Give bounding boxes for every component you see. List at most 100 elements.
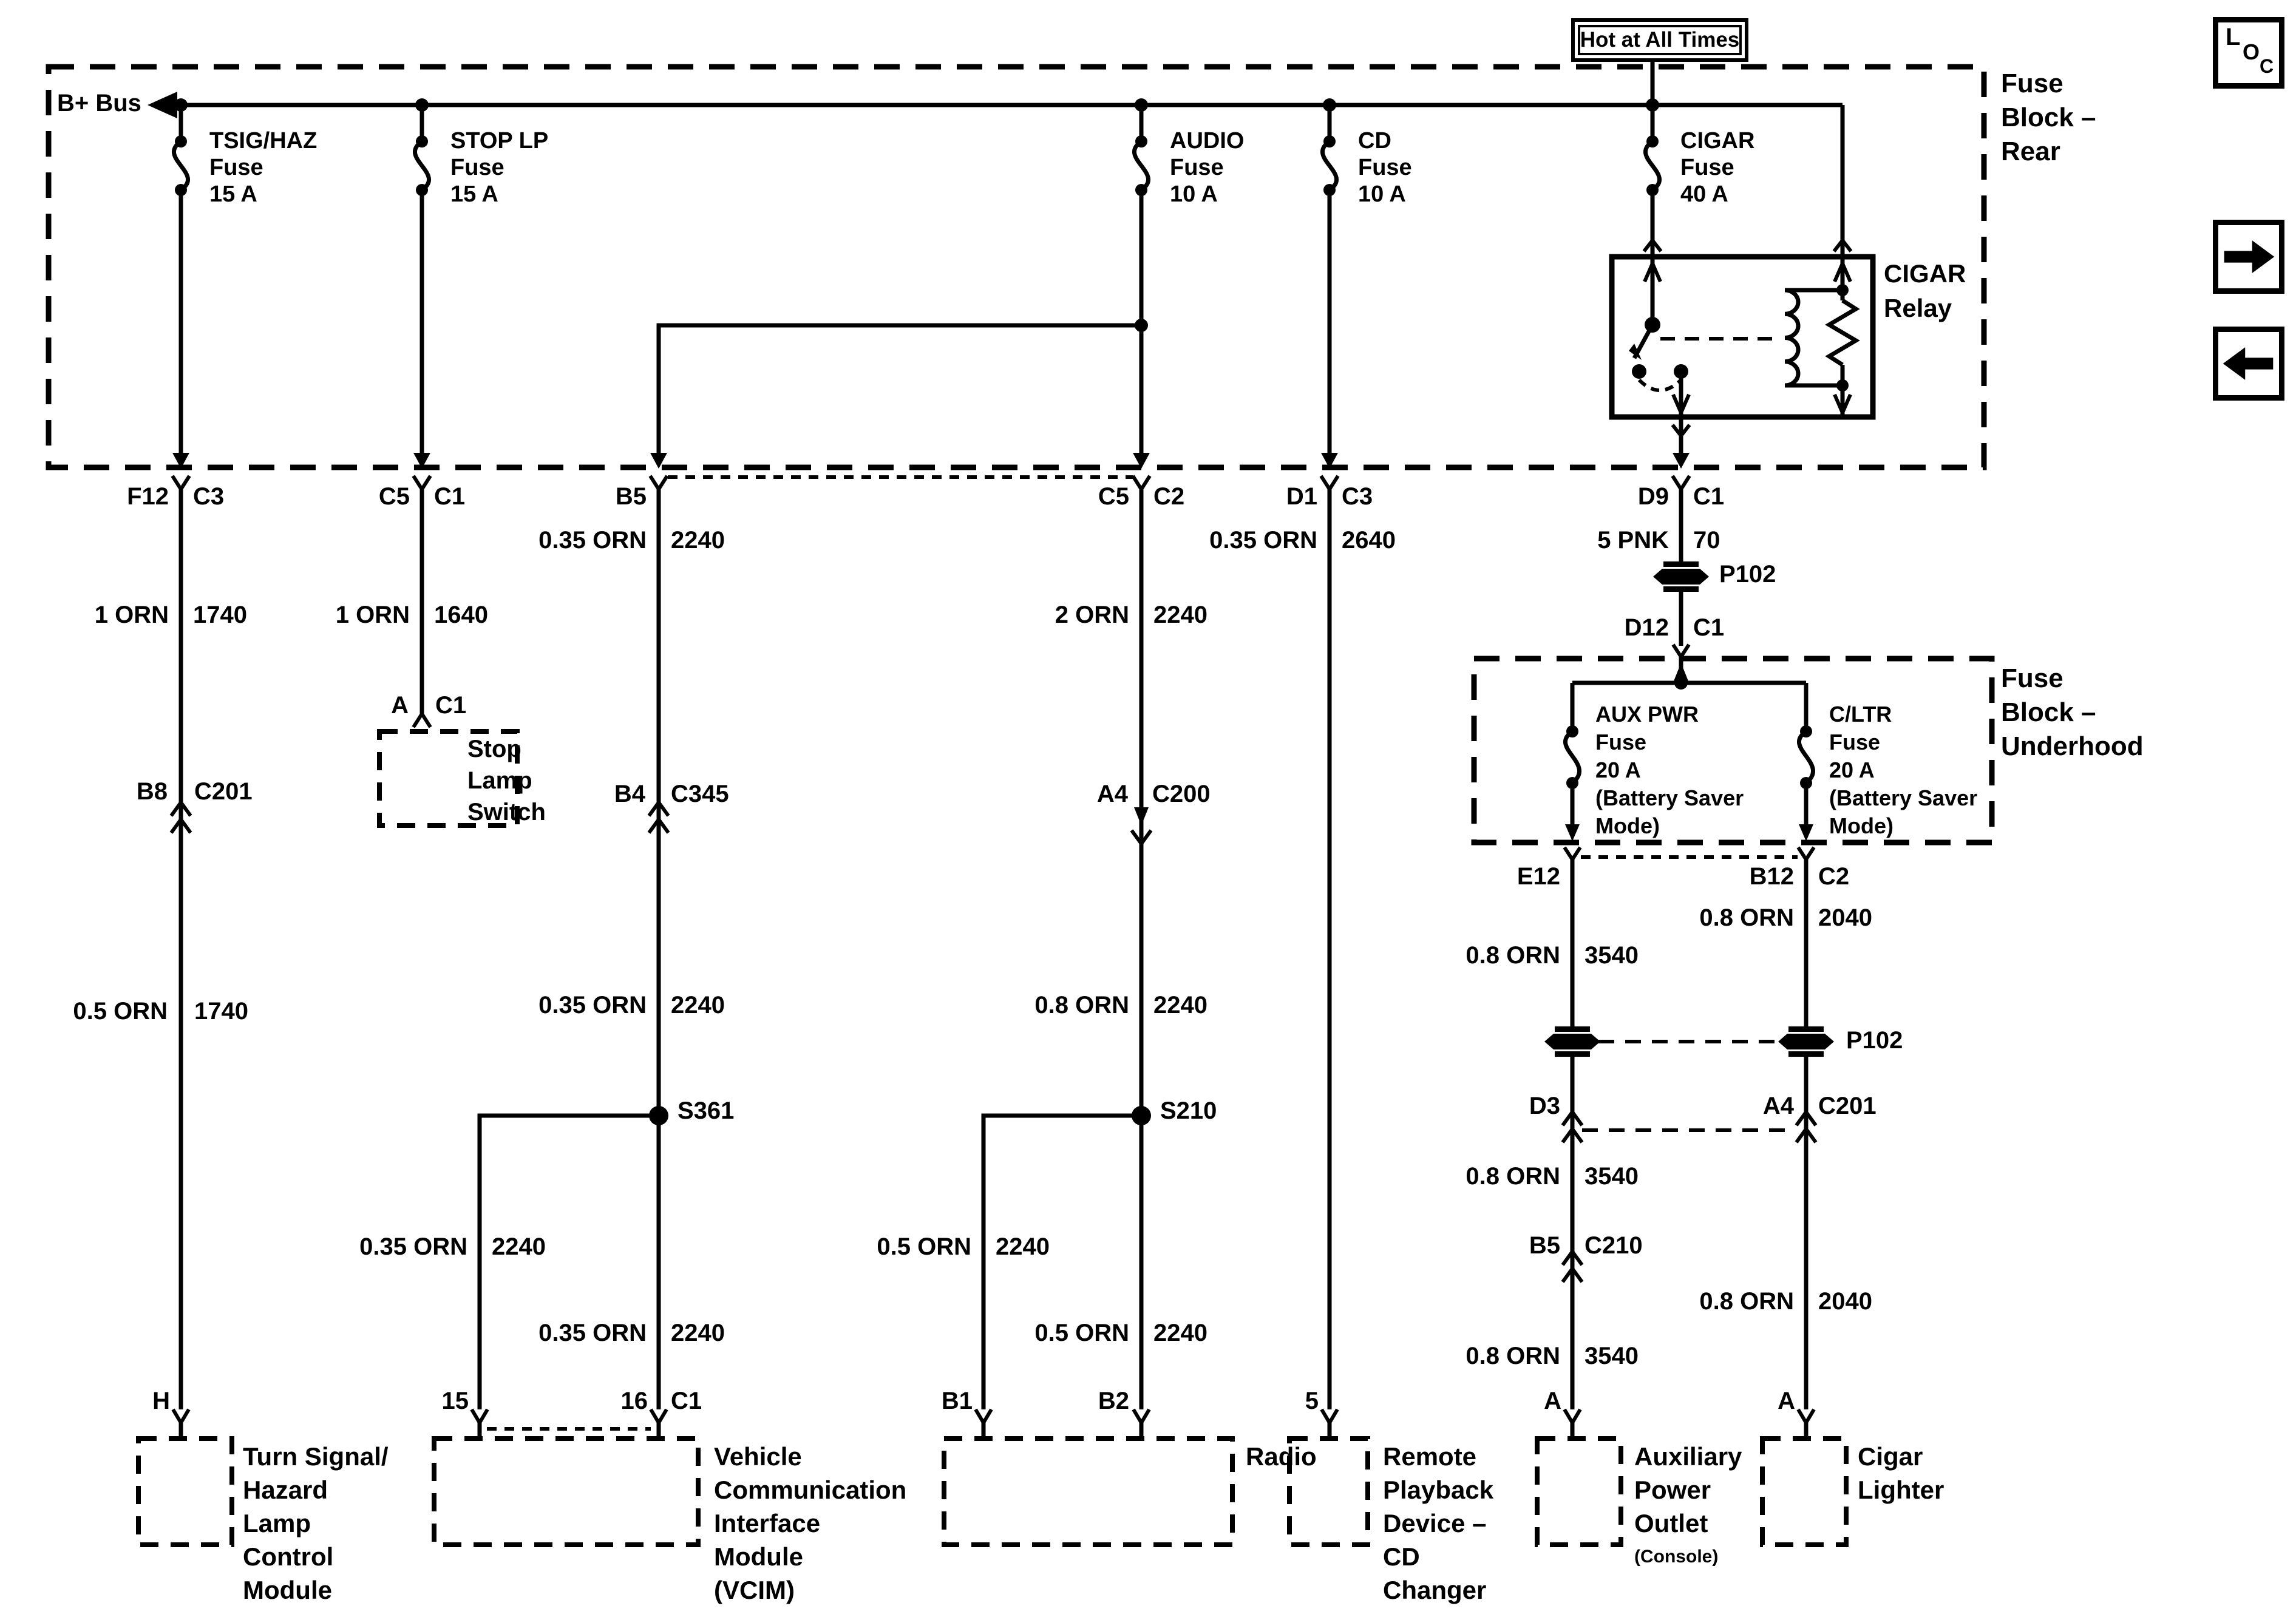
exit-conn: C1 bbox=[1693, 483, 1725, 510]
block-label-line: Underhood bbox=[2001, 731, 2144, 761]
wire-color: 1 ORN bbox=[94, 602, 169, 628]
connector-pin: D3 bbox=[1529, 1093, 1560, 1119]
module-label-line: Cigar bbox=[1858, 1442, 1923, 1471]
fuse-word: Fuse bbox=[1358, 155, 1412, 180]
wire-color: 2 ORN bbox=[1055, 602, 1129, 628]
bus-arrow-icon bbox=[148, 92, 177, 118]
module-label-line: Module bbox=[714, 1542, 803, 1571]
p102-symbols bbox=[1544, 561, 1834, 1057]
fuse-amps: 40 A bbox=[1680, 181, 1728, 207]
cigar-fuse-symbol bbox=[1643, 140, 1662, 192]
wire-color: 0.5 ORN bbox=[877, 1233, 971, 1260]
cigar-lighter-box bbox=[1760, 1436, 1849, 1547]
radio-label: Radio bbox=[1246, 1440, 1317, 1473]
exit-conn: C2 bbox=[1153, 483, 1185, 510]
exit-pin: D9 bbox=[1637, 483, 1669, 510]
splice-label: S210 bbox=[1160, 1097, 1217, 1124]
splice-label: S361 bbox=[678, 1097, 735, 1124]
bplus-bus-label: B+ Bus bbox=[57, 90, 141, 117]
fuse-word: Fuse bbox=[450, 155, 504, 180]
loc-letter-c: C bbox=[2260, 55, 2274, 77]
wire-circuit: 2240 bbox=[1153, 992, 1207, 1019]
wire-circuit: 2040 bbox=[1818, 904, 1872, 931]
fuse-label-cltr: C/LTR Fuse 20 A (Battery Saver Mode) bbox=[1829, 700, 1977, 840]
wire-circuit: 3540 bbox=[1584, 1163, 1639, 1190]
module-label-line: Remote bbox=[1383, 1442, 1477, 1471]
wire-circuit: 70 bbox=[1693, 527, 1720, 554]
module-label-line: Power bbox=[1634, 1476, 1711, 1504]
connector-pin: B4 bbox=[614, 781, 645, 807]
turn-signal-module-label: Turn Signal/ Hazard Lamp Control Module bbox=[243, 1440, 389, 1607]
module-label-line: CD bbox=[1383, 1542, 1420, 1571]
module-pin: 15 bbox=[441, 1388, 469, 1414]
module-label-line: Lamp bbox=[467, 767, 532, 794]
wire-circuit: 2640 bbox=[1342, 527, 1396, 554]
splice-s210-dot bbox=[1132, 1106, 1151, 1125]
wire-color: 0.35 ORN bbox=[538, 992, 647, 1019]
wire-color: 0.5 ORN bbox=[1034, 1320, 1129, 1346]
prev-page-button[interactable] bbox=[2213, 327, 2284, 401]
wires bbox=[172, 61, 1860, 1439]
fuse-amps: 15 A bbox=[209, 181, 257, 207]
wire-circuit: 1640 bbox=[434, 602, 488, 628]
remote-playback-label: Remote Playback Device – CD Changer bbox=[1383, 1440, 1493, 1607]
block-label-line: Rear bbox=[2001, 137, 2060, 166]
vcim-box bbox=[432, 1436, 701, 1547]
fuse-note: (Battery Saver bbox=[1829, 785, 1978, 810]
relay-coil bbox=[1784, 288, 1801, 388]
connector-pin: A4 bbox=[1096, 781, 1128, 807]
exit-conn: C3 bbox=[193, 483, 225, 510]
wire-circuit: 2040 bbox=[1818, 1288, 1872, 1315]
loc-button[interactable]: L O C bbox=[2213, 17, 2284, 89]
fuse-block-underhood-label: Fuse Block – Underhood bbox=[2001, 662, 2144, 764]
module-label-line: Radio bbox=[1246, 1442, 1317, 1471]
connector-pin: A bbox=[391, 692, 409, 719]
fuse-name: STOP LP bbox=[450, 128, 549, 154]
wire-color: 0.8 ORN bbox=[1466, 942, 1560, 969]
stop-lamp-switch-label: Stop Lamp Switch bbox=[467, 733, 546, 828]
wire-color: 0.8 ORN bbox=[1699, 904, 1794, 931]
module-label-line: Vehicle bbox=[714, 1442, 802, 1471]
wire-color: 1 ORN bbox=[335, 602, 410, 628]
fuse-word: Fuse bbox=[209, 155, 263, 180]
fuse-amps: 20 A bbox=[1829, 758, 1875, 782]
exit-pin: F12 bbox=[127, 483, 169, 510]
fuse-note: (Battery Saver bbox=[1595, 785, 1744, 810]
exit-pin: C5 bbox=[378, 483, 410, 510]
aux-power-outlet-label: Auxiliary Power Outlet (Console) bbox=[1634, 1440, 1742, 1573]
wire-color: 0.35 ORN bbox=[538, 527, 647, 554]
junction-dots bbox=[174, 98, 1849, 1125]
module-pin: B2 bbox=[1098, 1388, 1129, 1414]
wire-circuit: 1740 bbox=[194, 998, 248, 1025]
connector-name: C2 bbox=[1818, 863, 1850, 890]
fuse-block-underhood-box bbox=[1471, 656, 1995, 846]
connector-pin: B8 bbox=[136, 778, 168, 805]
module-label-line: Lighter bbox=[1858, 1476, 1944, 1504]
wire-color: 0.8 ORN bbox=[1466, 1163, 1560, 1190]
module-label-line: (VCIM) bbox=[714, 1576, 795, 1604]
p102-label: P102 bbox=[1719, 561, 1776, 588]
fuse-name: AUDIO bbox=[1170, 128, 1245, 154]
wire-circuit: 2240 bbox=[671, 992, 725, 1019]
fuse-amps: 15 A bbox=[450, 181, 498, 207]
wire-circuit: 2240 bbox=[1153, 602, 1207, 628]
module-label-line: Module bbox=[243, 1576, 332, 1604]
fuse-name: AUX PWR bbox=[1595, 702, 1699, 727]
module-label-line: Outlet bbox=[1634, 1509, 1708, 1537]
arrow-right-icon bbox=[2224, 240, 2275, 273]
module-pin: H bbox=[152, 1388, 170, 1414]
module-label-line: Communication bbox=[714, 1476, 907, 1504]
exit-pin: C5 bbox=[1098, 483, 1129, 510]
exit-pin: B5 bbox=[615, 483, 647, 510]
block-label-line: Block – bbox=[2001, 697, 2096, 727]
next-page-button[interactable] bbox=[2213, 220, 2284, 294]
wire-circuit: 2240 bbox=[492, 1233, 546, 1260]
fuse-amps: 10 A bbox=[1358, 181, 1406, 207]
fuse-note: Mode) bbox=[1829, 813, 1894, 838]
wire-color: 5 PNK bbox=[1597, 527, 1669, 554]
pin-stems bbox=[178, 1423, 1809, 1439]
module-label-line: Control bbox=[243, 1542, 334, 1571]
fuse-amps: 20 A bbox=[1595, 758, 1641, 782]
